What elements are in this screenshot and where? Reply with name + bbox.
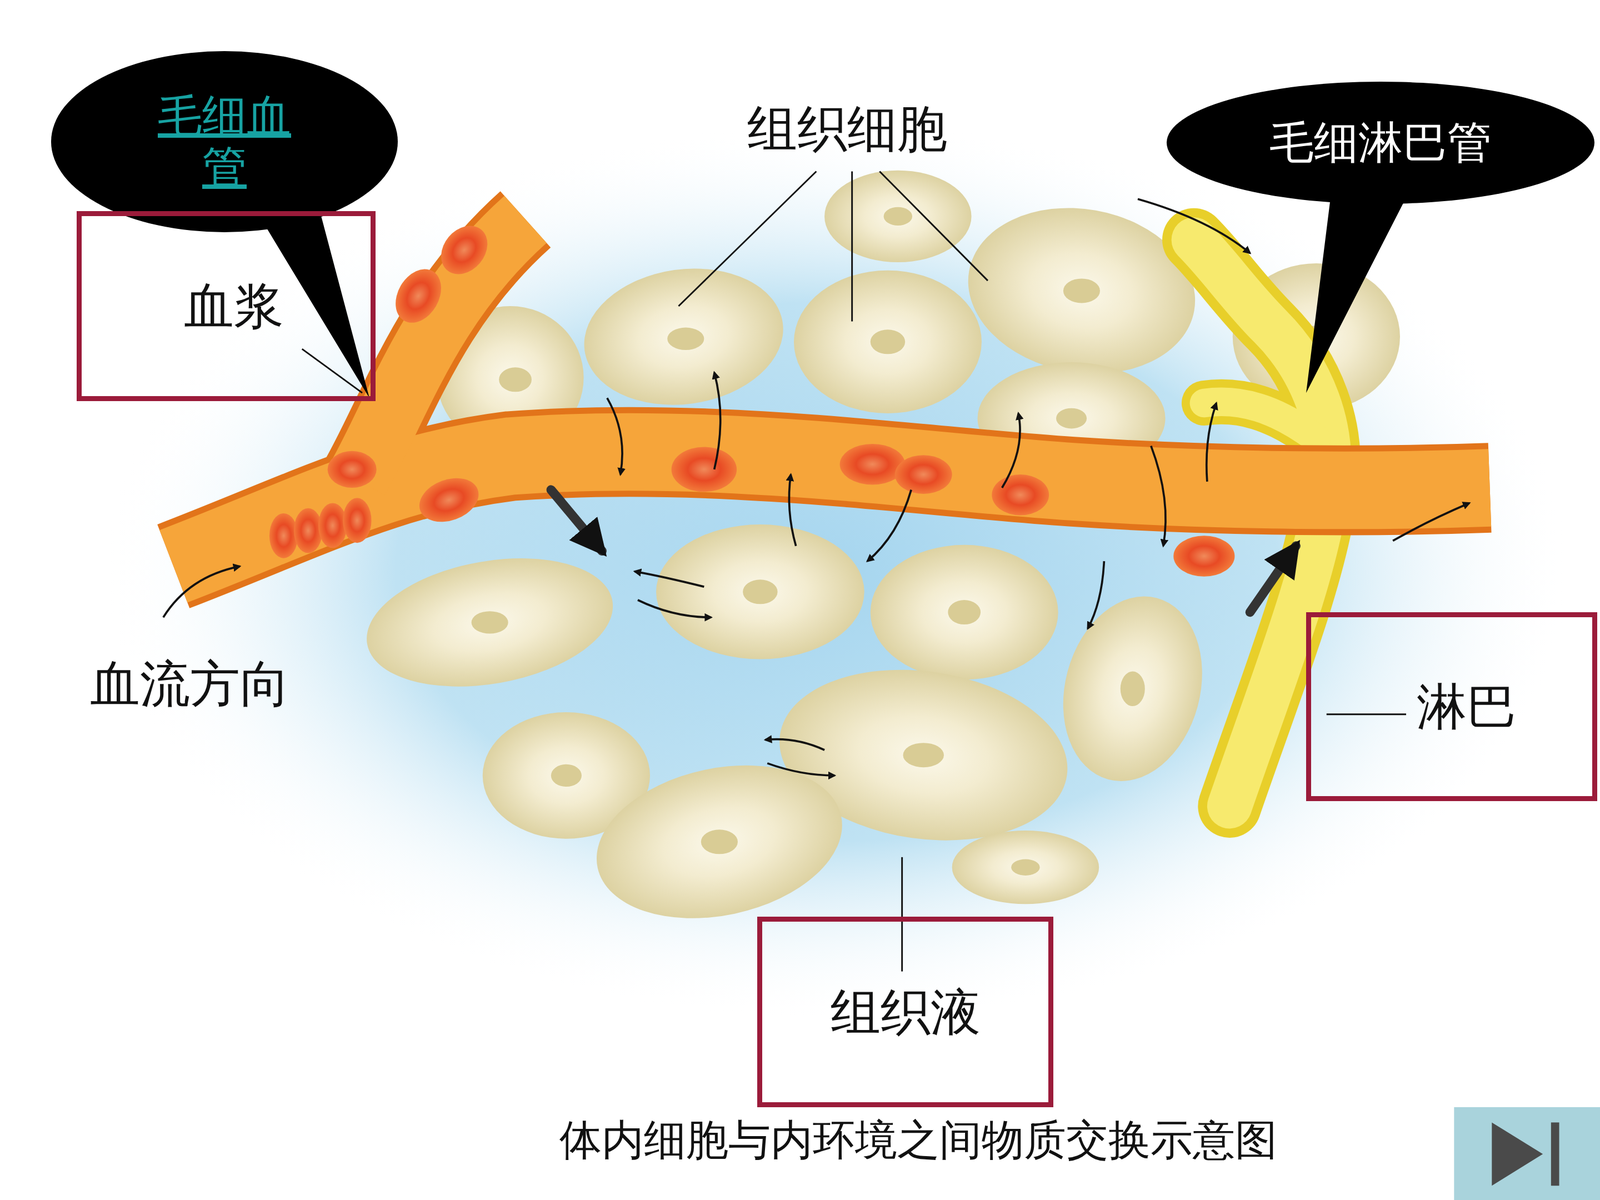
red-blood-cells-part	[991, 474, 1049, 515]
next-button	[1453, 1107, 1600, 1200]
cell-nuclei-part	[551, 764, 582, 787]
node-text: 淋巴	[1416, 677, 1517, 736]
callout-ellipse: 毛细淋巴管	[1166, 81, 1595, 204]
tissue-cells-part	[952, 830, 1099, 904]
red-blood-cells-part	[318, 503, 347, 549]
red-blood-cells-part	[431, 216, 498, 284]
leader-lines-part	[879, 171, 988, 282]
red-blood-cells-part	[327, 451, 377, 488]
next-button-part	[1491, 1122, 1543, 1186]
callout-pointers	[240, 178, 1414, 398]
tissue-cells-part	[824, 170, 972, 263]
interstitial-ground	[102, 122, 1572, 1020]
leader-lines-part	[678, 171, 817, 307]
node-text: 毛细血管	[149, 90, 300, 193]
cell-nuclei-part	[870, 329, 905, 354]
ellipse-fill	[1166, 81, 1595, 204]
exchange-arrows-part	[1206, 403, 1217, 482]
red-blood-cells	[269, 216, 1235, 577]
tissue-cells-part	[870, 545, 1059, 680]
cell-nuclei-part	[883, 207, 913, 226]
red-blood-cells-part	[840, 443, 906, 485]
cell-nuclei-part	[701, 829, 738, 854]
bulk-flow-arrows	[551, 490, 1297, 613]
red-blood-cells-part	[1173, 535, 1235, 577]
exchange-arrows-part	[714, 372, 721, 469]
exchange-arrows-part	[1002, 413, 1020, 488]
exchange-arrows-part	[1137, 198, 1250, 253]
tissue-cells-part	[656, 524, 865, 659]
cell-nuclei-part	[1063, 278, 1100, 303]
red-blood-cells-part	[293, 508, 323, 554]
figure-caption: 体内细胞与内环境之间物质交换示意图	[559, 1115, 1278, 1164]
next-button-part	[1551, 1122, 1560, 1186]
leader-lines-part	[851, 171, 853, 322]
leader-lines	[302, 171, 1407, 972]
cell-nuclei-part	[1011, 859, 1040, 876]
exchange-arrows-part	[607, 397, 623, 475]
exchange-arrows	[163, 198, 1470, 776]
red-blood-cells-part	[342, 497, 372, 543]
label-box: 淋巴	[1306, 612, 1598, 802]
exchange-arrows-part	[1151, 446, 1166, 547]
flow-label: 血流方向	[90, 655, 290, 713]
cell-nuclei-part	[471, 611, 509, 634]
exchange-arrows-part	[1392, 503, 1470, 542]
interstitial-ground-part	[102, 122, 1572, 1020]
callout-pointers-part	[1306, 183, 1414, 394]
cell-nuclei-part	[947, 600, 981, 625]
tissue-cells-part	[356, 540, 624, 705]
bulk-flow-arrows-part	[551, 490, 603, 552]
exchange-arrows-part	[788, 474, 796, 547]
exchange-arrows-part	[765, 739, 825, 750]
red-blood-cells-part	[386, 261, 451, 332]
callout-ellipse: 毛细血管	[51, 51, 398, 233]
lymph-capillary-part	[1203, 401, 1317, 439]
exchange-arrows-part	[637, 600, 712, 618]
red-blood-cells-part	[413, 470, 485, 530]
ellipse-fill	[51, 51, 398, 233]
red-blood-cells-part	[895, 455, 953, 494]
node-text: 组织液	[830, 983, 981, 1042]
tissue-cells	[356, 170, 1400, 940]
leader-lines-part	[1326, 713, 1407, 715]
exchange-arrows-part	[163, 566, 240, 618]
exchange-arrows-part	[634, 571, 704, 588]
cell-nuclei-part	[1056, 408, 1087, 429]
cell-nuclei-part	[667, 327, 704, 350]
part-label: 组织细胞	[747, 100, 948, 158]
node-text: 血浆	[183, 277, 284, 335]
exchange-arrows-part	[767, 763, 835, 776]
tissue-cells-part	[582, 743, 857, 940]
cell-nuclei-part	[1120, 671, 1145, 707]
label-box: 血浆	[76, 211, 376, 402]
cell-nuclei-part	[742, 579, 778, 604]
exchange-arrows-part	[1087, 561, 1104, 629]
red-blood-cells-part	[671, 446, 738, 492]
tissue-cells-part	[793, 270, 982, 414]
next-button-part	[1453, 1107, 1600, 1200]
bulk-flow-arrows-part	[1250, 546, 1297, 613]
tissue-cells-part	[1043, 580, 1223, 797]
exchange-arrows-part	[867, 490, 912, 562]
red-blood-cells-part	[269, 513, 298, 559]
cell-nuclei-part	[498, 367, 532, 392]
cell-nuclei-part	[903, 742, 944, 768]
cell-nuclei	[471, 207, 1332, 876]
leader-lines-part	[901, 857, 903, 972]
node-text: 毛细淋巴管	[1269, 117, 1492, 169]
label-box: 组织液	[757, 916, 1054, 1108]
tissue-cells-part	[575, 256, 792, 418]
